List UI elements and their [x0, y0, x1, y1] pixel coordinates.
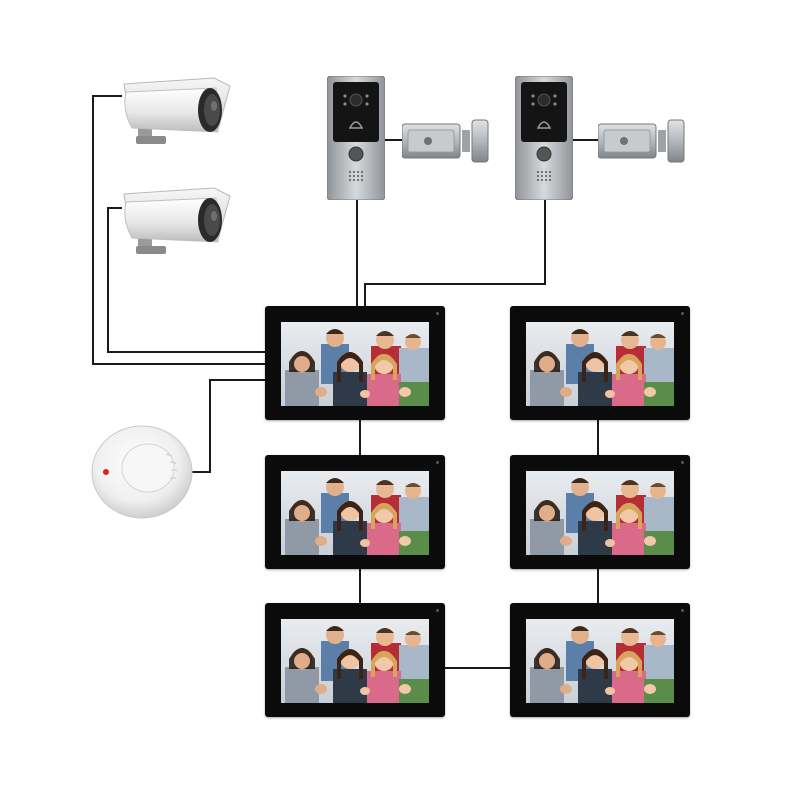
wire-smoke-detector-monitor-1 [190, 380, 265, 472]
monitor-2 [510, 306, 690, 420]
monitor-screen-image [526, 322, 674, 406]
door-station-2 [515, 76, 573, 200]
monitor-screen-image [526, 619, 674, 703]
monitor-status-led-icon [681, 609, 684, 612]
door-lock-1 [402, 118, 492, 164]
monitor-status-led-icon [681, 461, 684, 464]
door-station-1 [327, 76, 385, 200]
wire-door-station-2-monitor-1 [365, 200, 545, 307]
security-camera-2 [118, 184, 236, 262]
door-lock-2 [598, 118, 688, 164]
monitor-status-led-icon [436, 609, 439, 612]
monitor-status-led-icon [681, 312, 684, 315]
monitor-screen-image [526, 471, 674, 555]
monitor-status-led-icon [436, 312, 439, 315]
monitor-screen-image [281, 322, 429, 406]
monitor-5 [265, 603, 445, 717]
monitor-screen-image [281, 471, 429, 555]
monitor-3 [265, 455, 445, 569]
monitor-status-led-icon [436, 461, 439, 464]
monitor-1 [265, 306, 445, 420]
smoke-detector [90, 420, 194, 520]
security-camera-1 [118, 74, 236, 152]
alarm-led-icon [103, 469, 109, 475]
monitor-6 [510, 603, 690, 717]
monitor-4 [510, 455, 690, 569]
monitor-screen-image [281, 619, 429, 703]
